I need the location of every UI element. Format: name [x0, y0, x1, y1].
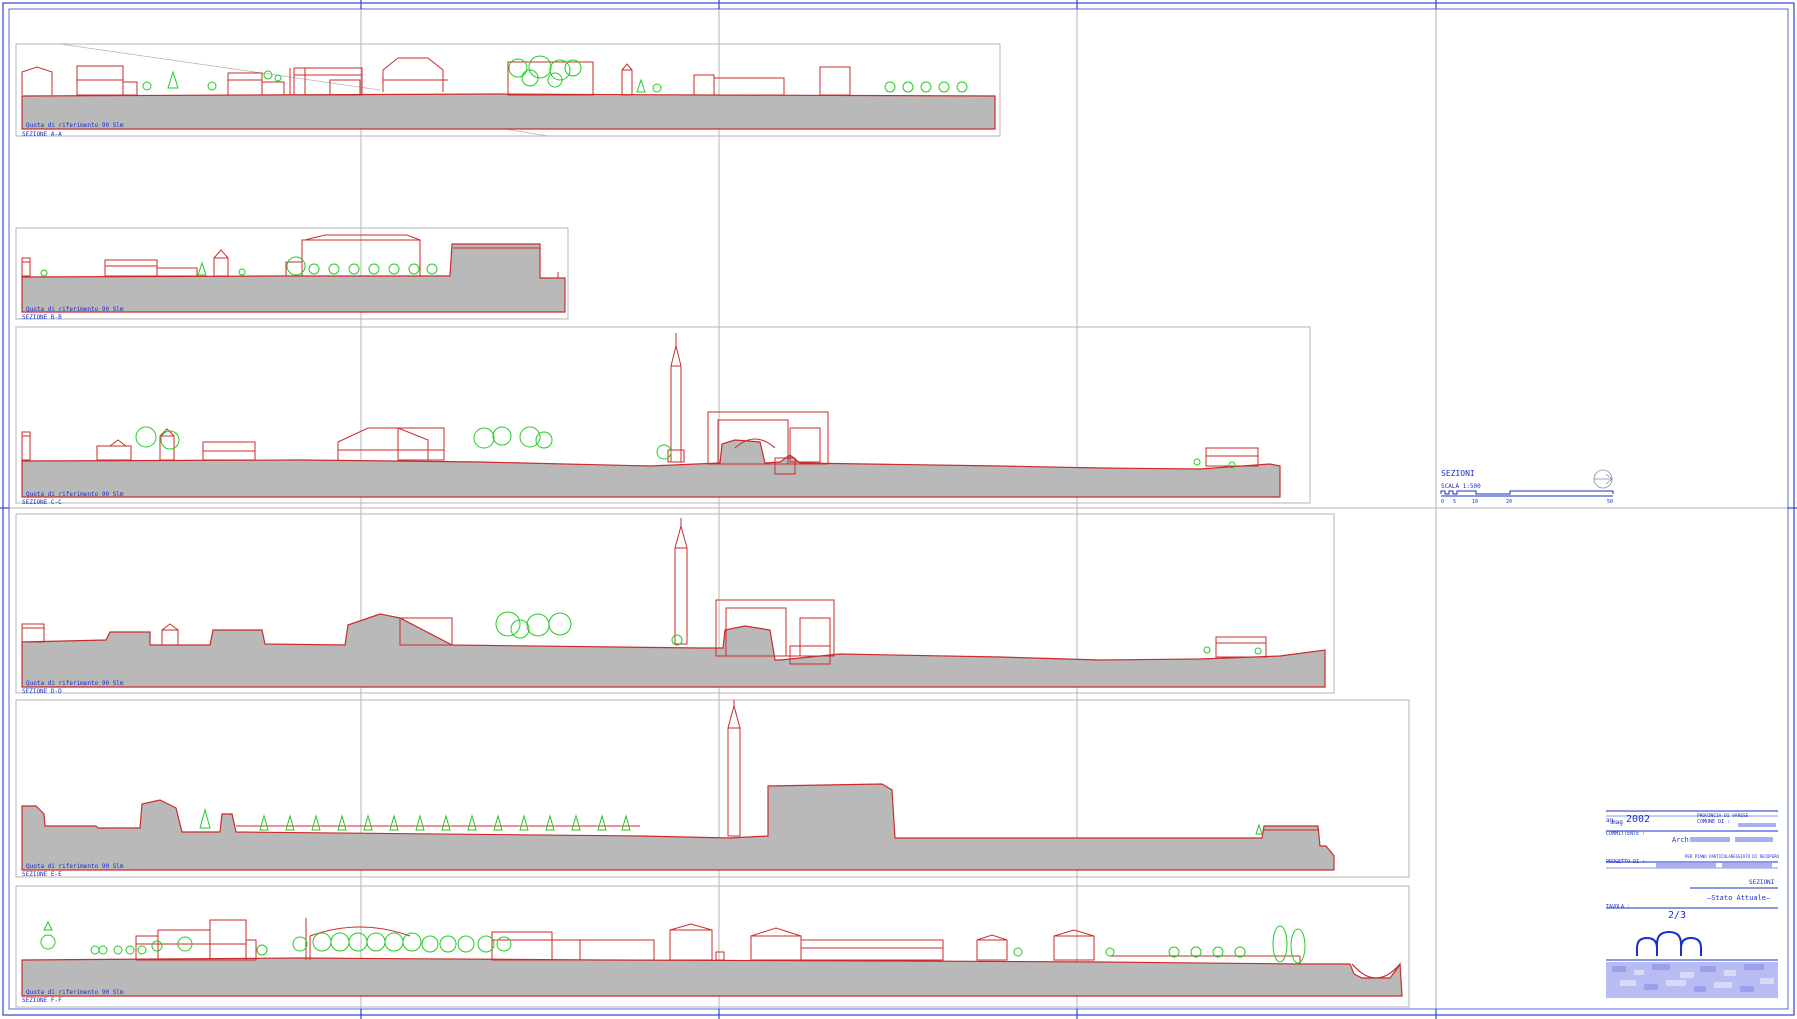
comune-label: COMUNE DI : [1697, 819, 1730, 825]
date-year: 2002 [1626, 814, 1650, 825]
scale-tick-0: 0 [1441, 499, 1444, 505]
reference-label: Quota di riferimento 90 Slm [26, 863, 124, 870]
drawing-state: —Stato Attuale— [1707, 894, 1771, 902]
drawing-type: SEZIONI [1749, 879, 1775, 886]
north-arrow-icon [1593, 469, 1613, 489]
redacted-field [1690, 837, 1730, 842]
section-title: SEZIONE A-A [22, 131, 62, 138]
buildings [21, 333, 1259, 475]
section-ee: Quota di riferimento 90 Slm SEZIONE E-E [15, 699, 1410, 878]
section-ff: Quota di riferimento 90 Slm SEZIONE F-F [15, 885, 1410, 1008]
buildings [21, 518, 1267, 665]
legend-title: SEZIONI [1441, 469, 1475, 478]
redacted-field [1722, 863, 1772, 868]
section-frame [15, 513, 1335, 694]
tavola-label: TAVOLA : [1606, 904, 1630, 910]
architect-label: Arch. [1672, 836, 1693, 844]
section-frame [15, 227, 569, 320]
trees [142, 55, 968, 93]
trees [135, 426, 1236, 469]
section-frame [15, 885, 1410, 1008]
section-title: SEZIONE C-C [22, 499, 62, 506]
section-dd: Quota di riferimento 90 Slm SEZIONE D-D [15, 513, 1335, 695]
buildings [21, 57, 851, 96]
scale-label: SCALA 1:500 [1441, 483, 1481, 490]
date-month: mag [1612, 819, 1623, 826]
terrain [21, 93, 996, 130]
scale-bar [1440, 490, 1614, 497]
trees [199, 808, 1263, 835]
section-title: SEZIONE B-B [22, 314, 62, 321]
reference-label: Quota di riferimento 90 Slm [26, 122, 124, 129]
trees [40, 256, 438, 277]
tavola-number: 2/3 [1668, 910, 1686, 921]
terrain [21, 957, 1403, 997]
redacted-field [1738, 823, 1776, 827]
terrain [21, 439, 1281, 498]
arches-logo-icon [1636, 930, 1702, 956]
progetto-detail: PER PIANO PARTICOLAREGGIATO DI RECUPERO [1685, 854, 1780, 859]
reference-label: Quota di riferimento 90 Slm [26, 306, 124, 313]
terrain [21, 613, 1326, 688]
terrain [21, 243, 566, 313]
section-frame [15, 326, 1311, 504]
title-block: ag mag 2002 PROVINCIA DI VARESE COMUNE D… [1606, 810, 1780, 998]
committente-label: COMMITTENTE : [1606, 831, 1645, 837]
progetto-label: PROGETTO DI : [1606, 859, 1645, 865]
redacted-stamp [1606, 962, 1778, 998]
scale-tick-10: 10 [1472, 499, 1478, 505]
trees [495, 611, 1262, 655]
section-frame [15, 43, 1001, 137]
buildings [21, 234, 559, 278]
section-frame [15, 699, 1410, 878]
scale-tick-50: 50 [1607, 499, 1613, 505]
section-aa: Quota di riferimento 90 Slm SEZIONE A-A [15, 43, 1001, 138]
buildings [135, 918, 1301, 964]
provincia-label: PROVINCIA DI VARESE [1697, 813, 1749, 819]
reference-label: Quota di riferimento 90 Slm [26, 491, 124, 498]
reference-label: Quota di riferimento 90 Slm [26, 989, 124, 996]
trees [40, 920, 1306, 964]
redacted-field [1735, 837, 1773, 842]
section-cc: Quota di riferimento 90 Slm SEZIONE C-C [15, 326, 1311, 506]
scale-tick-20: 20 [1506, 499, 1512, 505]
redacted-field [1656, 863, 1716, 868]
scale-tick-5: 5 [1453, 499, 1456, 505]
section-title: SEZIONE D-D [22, 688, 62, 695]
section-bb: Quota di riferimento 90 Slm SEZIONE B-B [15, 227, 569, 321]
scale-legend: SEZIONI SCALA 1:500 0 5 10 20 50 [1440, 469, 1614, 505]
section-title: SEZIONE F-F [22, 997, 62, 1004]
date-prefix: ag [1606, 817, 1614, 824]
terrain [21, 783, 1335, 871]
section-title: SEZIONE E-E [22, 871, 62, 878]
reference-label: Quota di riferimento 90 Slm [26, 680, 124, 687]
